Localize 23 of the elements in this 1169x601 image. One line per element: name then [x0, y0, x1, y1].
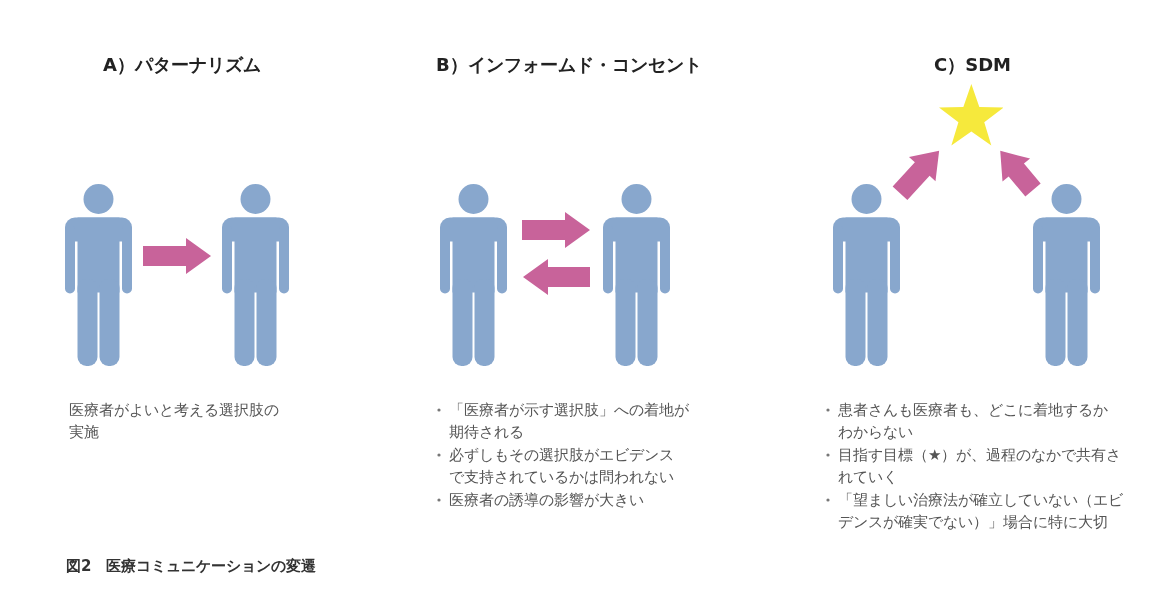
person-icon [833, 184, 900, 366]
arrow [1000, 150, 1041, 197]
bullet-text: 医療者の誘導の影響が大きい [449, 489, 645, 511]
person-icon [1033, 184, 1100, 366]
bullet-text: 「医療者が示す選択肢」への着地が期待される [449, 400, 690, 444]
arrow [143, 238, 211, 274]
panel-heading: A）パターナリズム [103, 53, 261, 77]
person-icon [65, 184, 132, 366]
person-icon [222, 184, 289, 366]
bullet-text: 「望ましい治療法が確立していない（エビデンスが確実でない）」場合に特に大切 [838, 489, 1124, 534]
figure-caption: 図2 医療コミュニケーションの変遷 [66, 556, 317, 577]
description-text: 医療者がよいと考える選択肢の実施 [69, 400, 280, 444]
person-icon [603, 184, 670, 366]
bullet-text: 患者さんも医療者も、どこに着地するかわからない [838, 400, 1109, 444]
bullet-text: 必ずしもその選択肢がエビデンスで支持されているかは問われない [449, 444, 675, 489]
panel-heading: C）SDM [934, 53, 1012, 77]
arrow [522, 212, 590, 248]
arrow [523, 259, 590, 295]
panel-heading: B）インフォームド・コンセント [436, 53, 702, 77]
bullet-text: 目指す目標（★）が、過程のなかで共有されていく [838, 444, 1123, 489]
star-icon [938, 84, 1004, 146]
arrow [892, 150, 940, 200]
person-icon [440, 184, 507, 366]
